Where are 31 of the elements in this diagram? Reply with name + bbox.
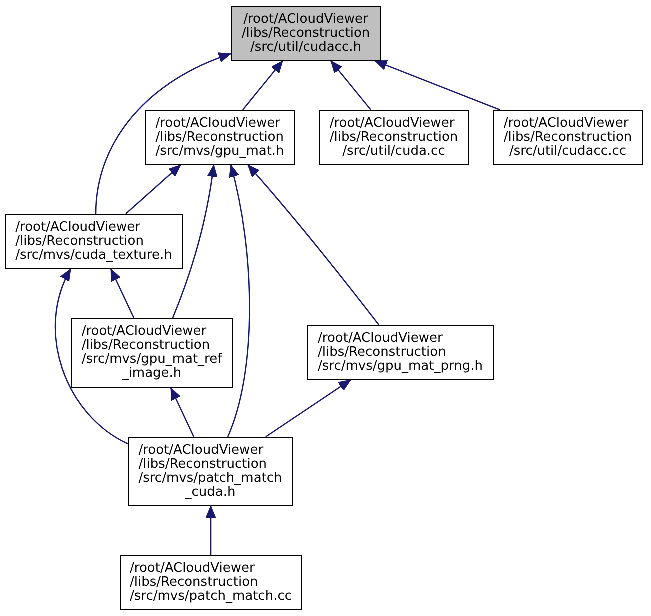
- arrow: [330, 60, 372, 110]
- arrow: [55, 268, 128, 445]
- file-box: [5, 214, 183, 269]
- file-path: /root/ACloudViewer /libs/Reconstruction /src/mvs/cuda_texture.h: [16, 220, 172, 262]
- file-path: /root/ACloudViewer /libs/Reconstruction /src/mvs/gpu_mat_ref _image.h: [82, 325, 222, 381]
- arrow: [126, 164, 182, 214]
- arrow: [374, 60, 500, 111]
- arrow: [242, 60, 284, 110]
- file-path: /root/ACloudViewer /libs/Reconstruction /src/util/cudacc.h: [242, 12, 370, 54]
- arrow: [266, 379, 352, 438]
- file-path: /root/ACloudViewer /libs/Reconstruction /src/util/cuda.cc: [330, 116, 458, 158]
- arrow: [110, 268, 135, 318]
- arrow: [170, 388, 195, 438]
- file-path: /root/ACloudViewer /libs/Reconstruction /src/mvs/patch_match.cc: [130, 562, 292, 604]
- file-path: /root/ACloudViewer /libs/Reconstruction /src/mvs/patch_match _cuda.h: [138, 444, 282, 500]
- arrow: [206, 506, 216, 555]
- arrow: [95, 53, 232, 214]
- file-path: /root/ACloudViewer /libs/Reconstruction /src/mvs/gpu_mat.h: [156, 116, 284, 158]
- file-box: [493, 110, 643, 165]
- arrow: [227, 164, 250, 438]
- file-box: [128, 437, 293, 506]
- file-path: /root/ACloudViewer /libs/Reconstruction /src/mvs/gpu_mat_prng.h: [318, 332, 483, 374]
- arrow: [248, 164, 380, 326]
- arrow: [172, 164, 218, 318]
- file-box: [120, 555, 302, 610]
- file-box: [71, 318, 233, 388]
- file-box: [307, 325, 494, 380]
- file-box: [145, 110, 295, 165]
- file-box: [319, 110, 469, 165]
- file-box: [231, 6, 381, 61]
- file-path: /root/ACloudViewer /libs/Reconstruction /src/util/cudacc.cc: [504, 116, 632, 158]
